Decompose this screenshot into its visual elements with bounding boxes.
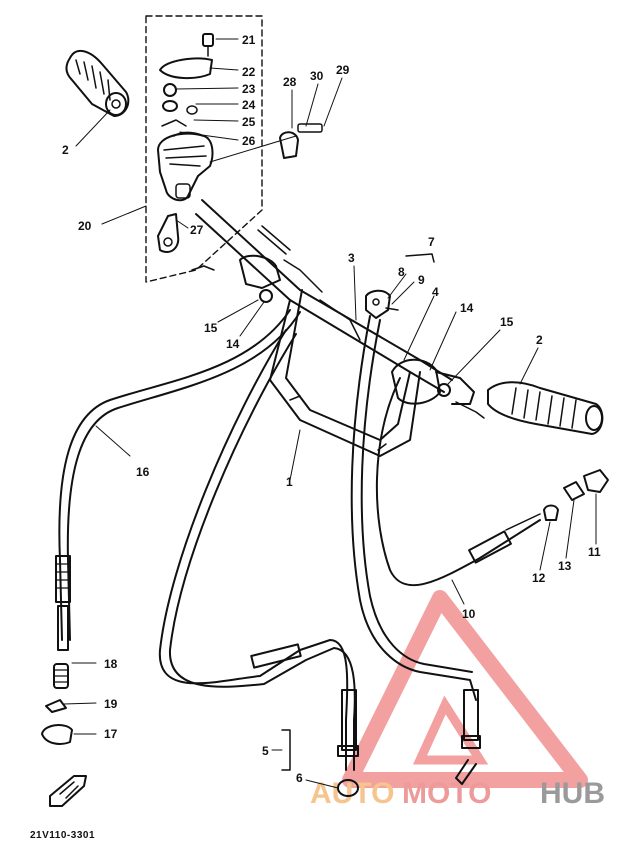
part-box-icon [49, 775, 87, 807]
right-control-housing [391, 358, 485, 419]
callout-26: 26 [242, 134, 256, 148]
callout-16: 16 [136, 465, 150, 479]
callout-18: 18 [104, 657, 118, 671]
throttle-housing [157, 132, 214, 202]
left-cable-adjuster [239, 225, 323, 303]
callout-5: 5 [262, 744, 269, 758]
small-lever-center [365, 289, 399, 319]
bracket-7 [405, 253, 435, 263]
bracket-5 [281, 729, 291, 771]
callout-2-right: 2 [536, 333, 543, 347]
callout-27: 27 [190, 223, 204, 237]
left-grip [65, 49, 130, 117]
callout-3: 3 [348, 251, 355, 265]
diagram-code: 21V110-3301 [30, 830, 95, 841]
watermark-hub: HUB [540, 777, 605, 810]
callout-1: 1 [286, 475, 293, 489]
spring-18 [53, 663, 69, 689]
bolt-set-28-30 [279, 123, 323, 159]
callout-15-right: 15 [500, 315, 514, 329]
callout-11: 11 [588, 545, 601, 559]
handlebar [195, 199, 453, 457]
callout-14-right: 14 [460, 301, 474, 315]
callout-10: 10 [462, 607, 476, 621]
callout-29: 29 [336, 63, 350, 77]
cable-16 [58, 309, 291, 641]
callout-24: 24 [242, 98, 256, 112]
throttle-lever [157, 213, 215, 271]
callout-25: 25 [242, 115, 256, 129]
callout-22: 22 [242, 65, 256, 79]
callout-9: 9 [418, 273, 425, 287]
throttle-assembly-box [145, 15, 263, 283]
cable-16-end [55, 555, 71, 651]
watermark-triangle-inner [413, 695, 489, 765]
watermark-auto: AUTO [310, 777, 394, 810]
callout-14-left: 14 [226, 337, 240, 351]
cable-10-end [455, 513, 541, 785]
callout-8: 8 [398, 265, 405, 279]
part-13 [563, 481, 585, 501]
callout-12: 12 [532, 571, 546, 585]
callout-19: 19 [104, 697, 118, 711]
part-11 [583, 469, 609, 493]
callout-13: 13 [558, 559, 572, 573]
callout-17: 17 [104, 727, 118, 741]
part-12 [543, 504, 559, 521]
throttle-small-parts [159, 33, 214, 139]
clip-19 [45, 699, 67, 713]
leader-lines [63, 38, 597, 789]
cable-10-upper [375, 377, 541, 587]
cable-10 [350, 315, 477, 701]
callout-6: 6 [296, 771, 303, 785]
callout-7: 7 [428, 235, 435, 249]
watermark-moto: MOTO [402, 777, 491, 810]
callout-21: 21 [242, 33, 256, 47]
callout-labels: 1 2 2 3 4 5 6 7 8 9 10 11 12 13 14 14 15… [62, 33, 601, 785]
callout-20: 20 [78, 219, 92, 233]
cable-5-6 [158, 329, 349, 771]
callout-28: 28 [283, 75, 297, 89]
callout-15-left: 15 [204, 321, 218, 335]
cable-5-6-fittings [250, 643, 359, 797]
callout-30: 30 [310, 69, 324, 83]
right-grip [487, 381, 604, 435]
callout-4: 4 [432, 285, 439, 299]
callout-23: 23 [242, 82, 256, 96]
callout-2-left: 2 [62, 143, 69, 157]
holder-17 [41, 724, 73, 745]
